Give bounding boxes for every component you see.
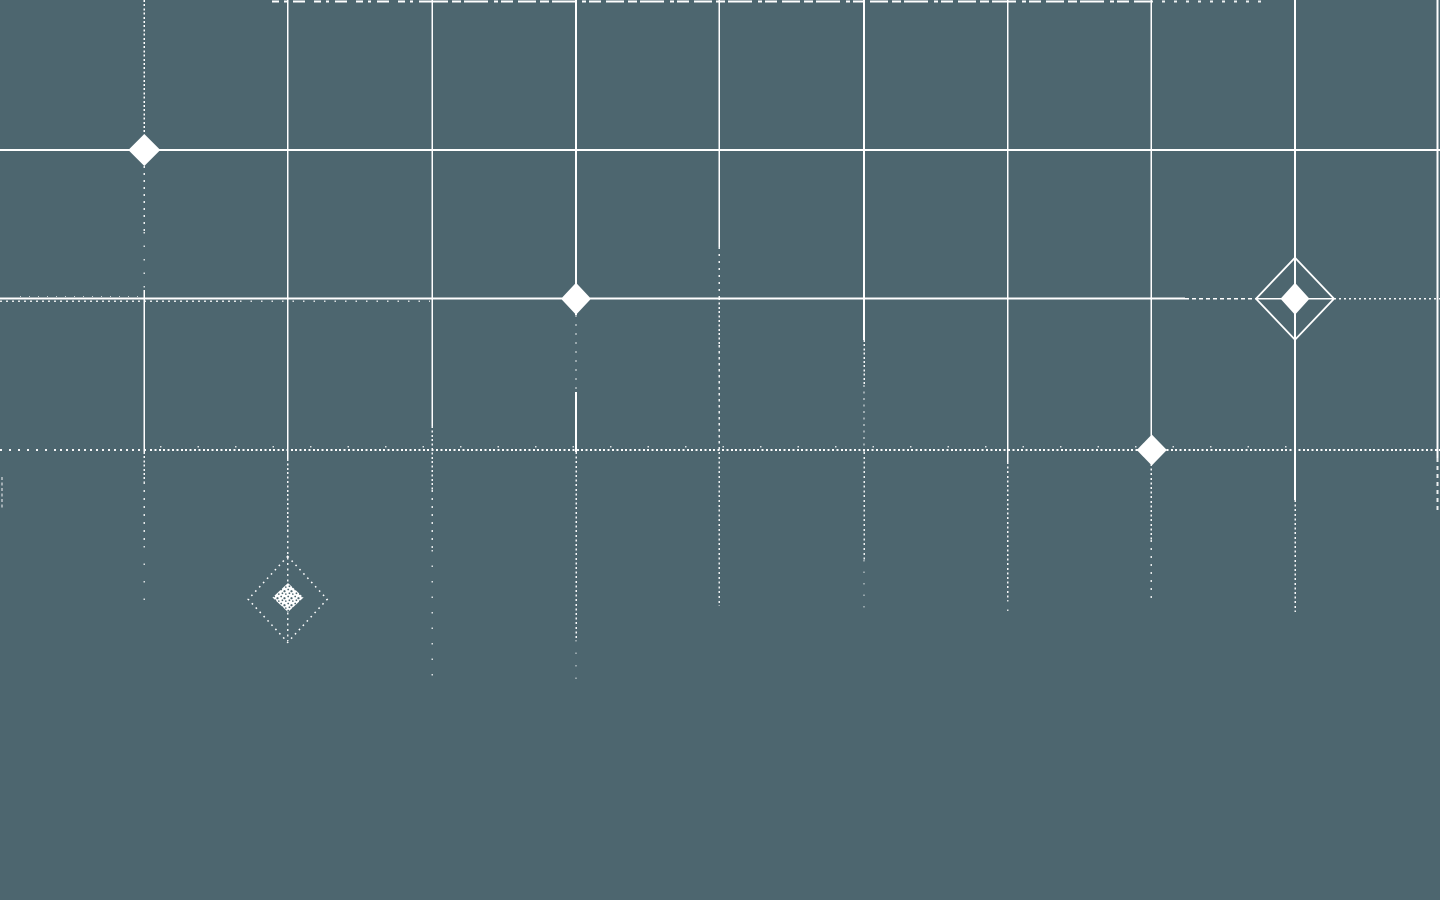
diamond-marker-outline-2 [1254,256,1336,342]
diamond-marker-dotted-outline-5 [247,555,329,644]
diamond-marker-filled-4 [1136,434,1167,466]
diamond-marker-filled-3 [1280,282,1310,315]
diamond-marker-filled-0 [128,134,161,166]
diamond-marker-filled-1 [561,282,591,315]
diamond-marker-speckled-6 [272,583,304,612]
